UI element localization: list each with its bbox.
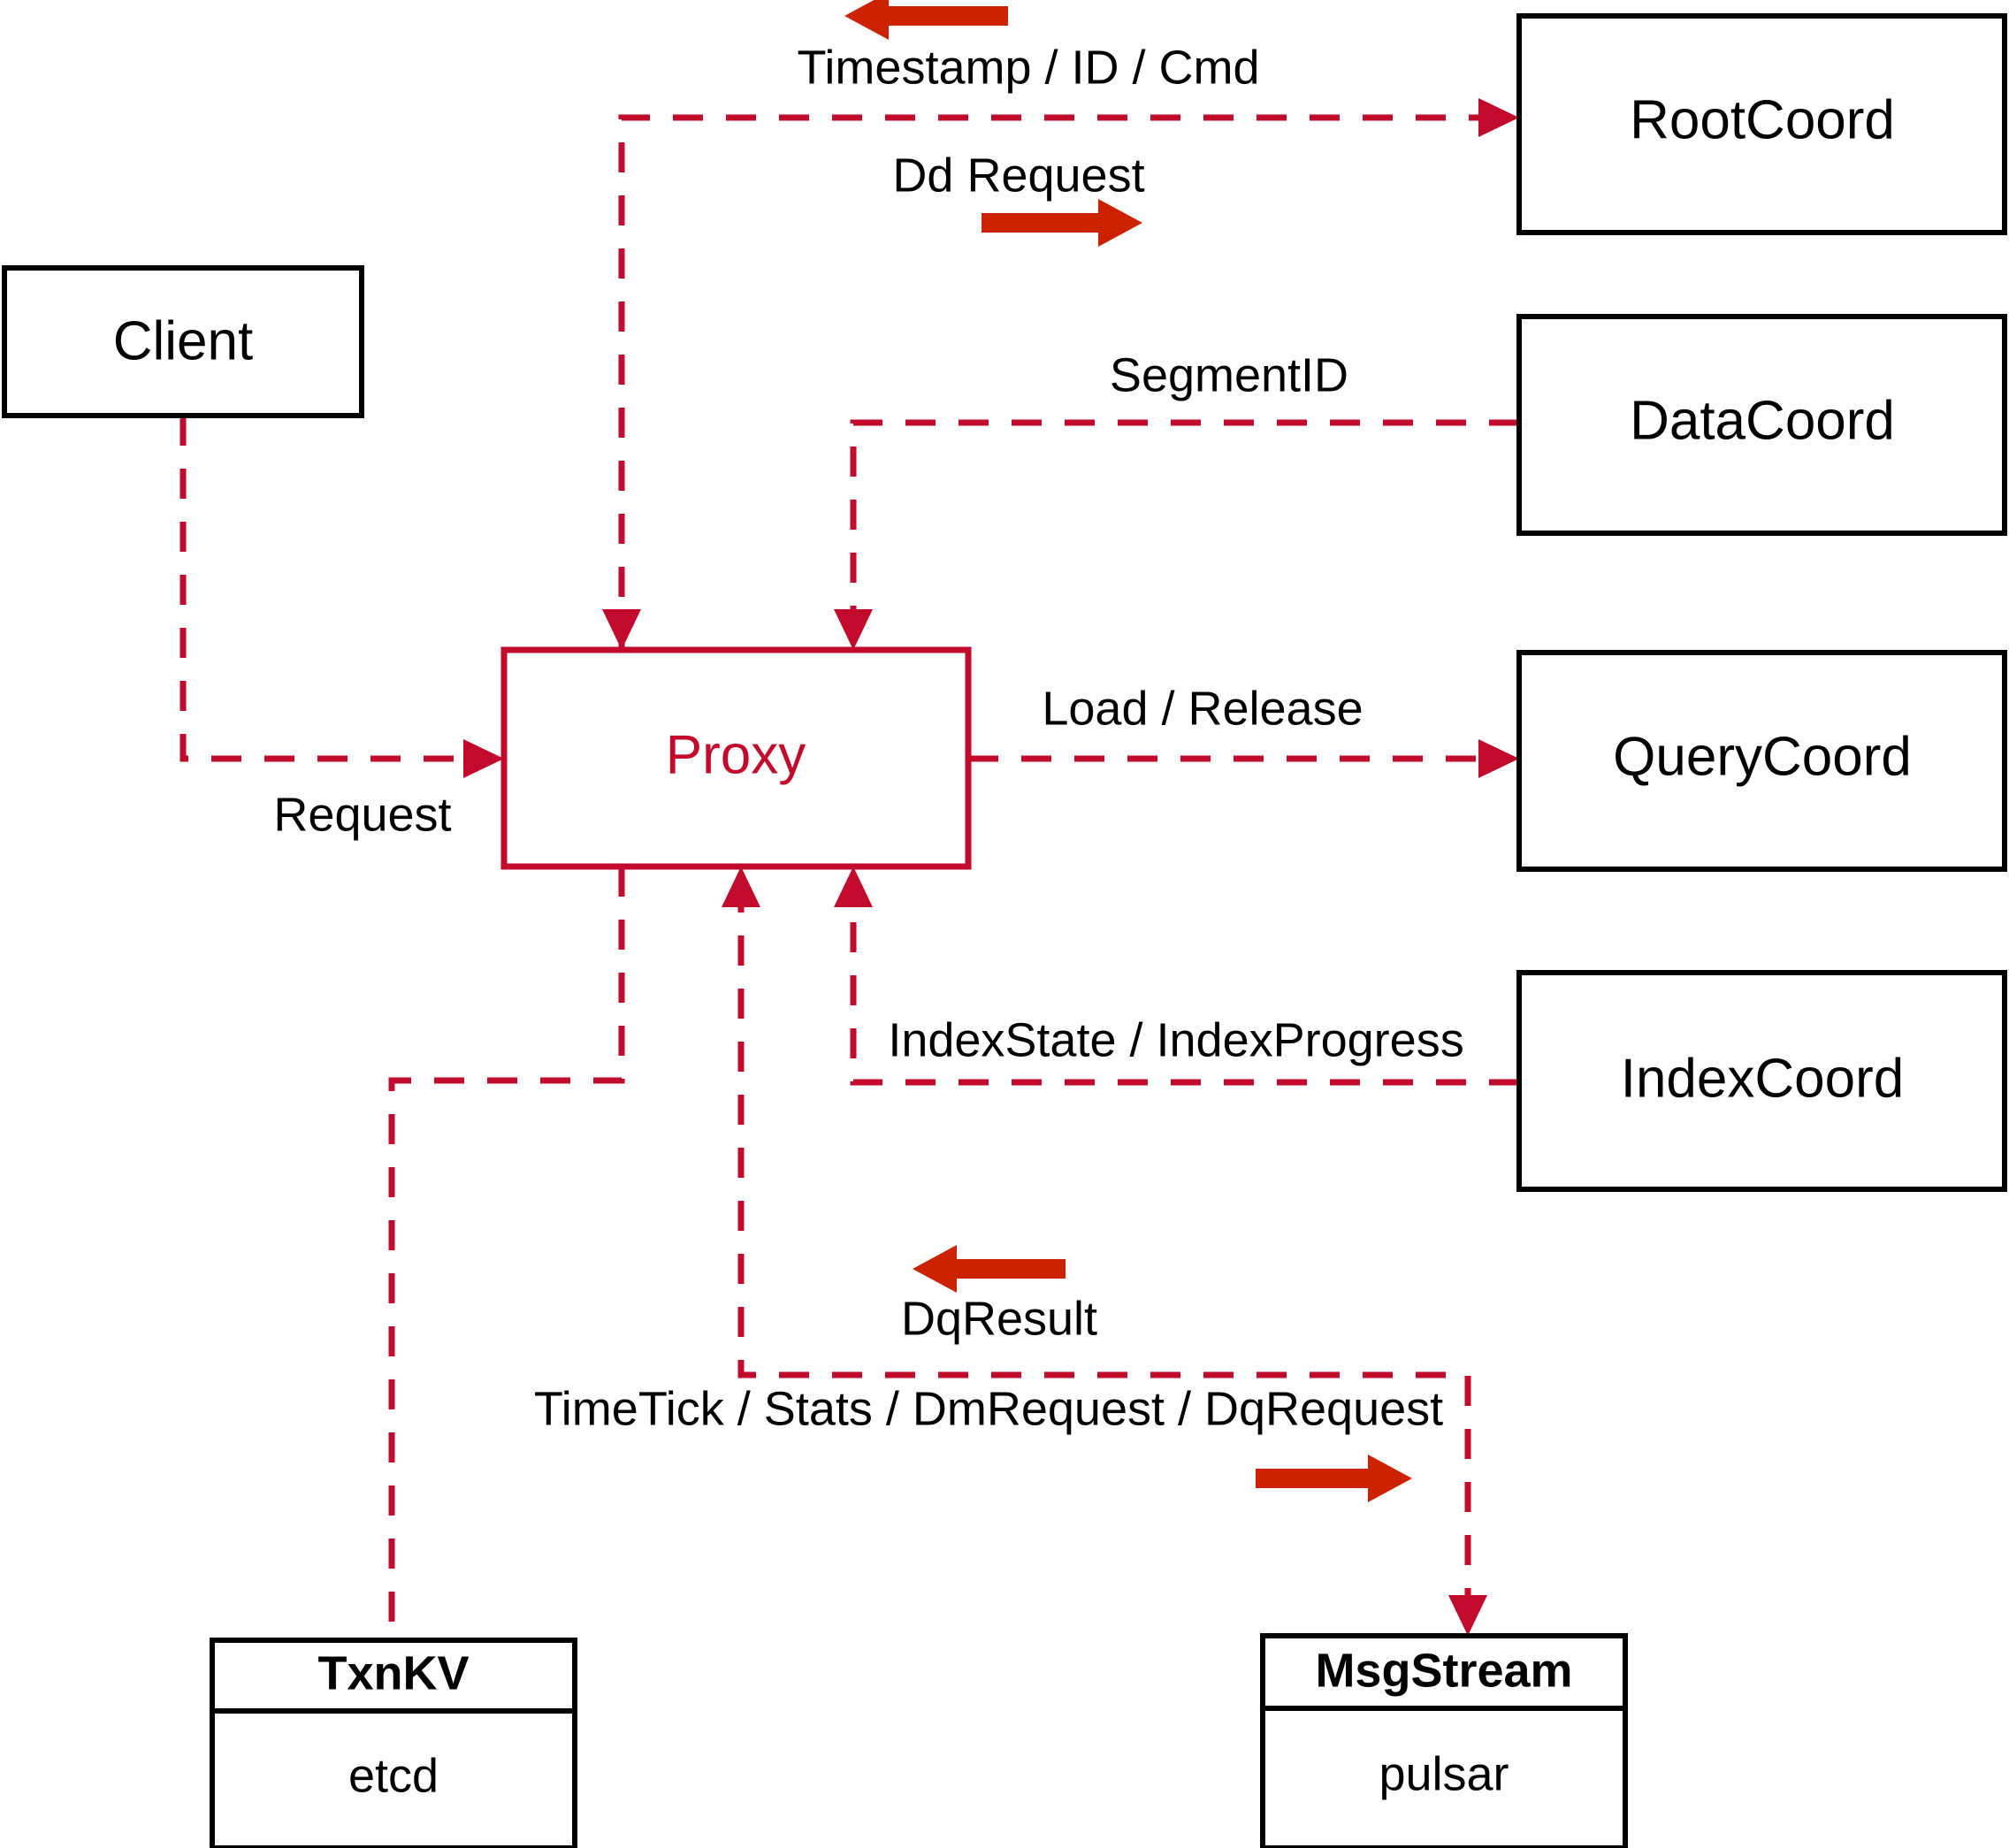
edge-request [180, 416, 504, 778]
node-msgstream-box [1260, 1633, 1628, 1848]
dir-arrow-head [1368, 1455, 1412, 1502]
edge-request-path [180, 416, 488, 762]
edge-timestamp-id-cmd [602, 98, 1519, 650]
node-client[interactable]: Client [2, 265, 364, 418]
edge-label-dd-request-group: Dd Request [892, 149, 1145, 247]
edge-load-release-arrowhead [1478, 739, 1519, 778]
edge-msgstream-arrowhead-proxy [722, 867, 760, 907]
edge-msgstream-arrowhead-stream [1448, 1595, 1487, 1636]
edge-label-request: Request [273, 788, 451, 841]
edge-segment-id [834, 419, 1519, 650]
node-proxy[interactable]: Proxy [500, 646, 972, 870]
edge-label-dd-request: Dd Request [892, 149, 1144, 202]
node-index-coord-box [1516, 970, 2007, 1192]
direction-arrow-right-icon-timetick [1256, 1455, 1412, 1502]
node-data-coord-box [1516, 314, 2007, 536]
node-root-coord-label: RootCoord [1630, 89, 1895, 150]
node-query-coord[interactable]: QueryCoord [1516, 650, 2007, 872]
edge-msgstream-path [737, 882, 1471, 1620]
dir-arrow-head [844, 0, 889, 40]
edge-label-dq-result: DqResult [901, 1292, 1097, 1345]
node-query-coord-box [1516, 650, 2007, 872]
node-proxy-box [500, 646, 972, 870]
edge-load-release [968, 739, 1519, 778]
edge-label-timetick-stats-group: TimeTick / Stats / DmRequest / DqRequest [534, 1382, 1443, 1502]
edge-timestamp-id-cmd-arrowhead-proxy [602, 609, 641, 650]
edge-label-dq-result-group: DqResult [901, 1245, 1097, 1345]
edge-label-timestamp-id-cmd-group: Timestamp / ID / Cmd [797, 0, 1260, 94]
node-txnkv-title: TxnKV [317, 1646, 469, 1699]
edge-request-arrowhead [463, 739, 504, 778]
node-client-label: Client [113, 310, 254, 371]
edge-timestamp-id-cmd-path [618, 114, 1503, 650]
node-index-coord-label: IndexCoord [1621, 1048, 1905, 1109]
node-msgstream-impl: pulsar [1379, 1747, 1509, 1800]
node-msgstream-title: MsgStream [1315, 1644, 1572, 1697]
edge-txnkv [388, 867, 625, 1640]
node-query-coord-label: QueryCoord [1613, 726, 1912, 787]
dir-arrow-head [913, 1245, 957, 1293]
node-data-coord-label: DataCoord [1630, 390, 1895, 451]
node-data-coord[interactable]: DataCoord [1516, 314, 2007, 536]
edge-label-index-state-progress: IndexState / IndexProgress [888, 1013, 1463, 1066]
edge-index-state-progress-arrowhead [834, 867, 873, 907]
node-index-coord[interactable]: IndexCoord [1516, 970, 2007, 1192]
node-txnkv-box [210, 1638, 577, 1848]
edge-segment-id-arrowhead [834, 609, 873, 650]
node-root-coord-box [1516, 13, 2007, 235]
edge-txnkv-path [388, 867, 625, 1640]
direction-arrow-right-icon-dd-request [982, 199, 1142, 247]
edge-index-state-progress-path [850, 882, 1519, 1086]
edge-label-segment-id: SegmentID [1110, 348, 1348, 401]
node-txnkv-impl: etcd [348, 1749, 439, 1802]
node-root-coord[interactable]: RootCoord [1516, 13, 2007, 235]
node-txnkv[interactable]: TxnKV etcd [210, 1638, 577, 1848]
edge-index-state-progress [834, 867, 1519, 1086]
node-proxy-label: Proxy [666, 724, 806, 785]
node-msgstream[interactable]: MsgStream pulsar [1260, 1633, 1628, 1848]
edge-label-timetick-stats: TimeTick / Stats / DmRequest / DqRequest [534, 1382, 1443, 1435]
edge-timestamp-id-cmd-arrowhead [1478, 98, 1519, 137]
node-client-box [2, 265, 364, 418]
edge-label-load-release: Load / Release [1042, 682, 1363, 735]
edge-msgstream [722, 867, 1487, 1636]
dir-arrow-head [1098, 199, 1142, 247]
edge-label-timestamp-id-cmd: Timestamp / ID / Cmd [797, 41, 1259, 94]
direction-arrow-left-icon-timestamp [844, 0, 1008, 40]
direction-arrow-left-icon-dq-result [913, 1245, 1066, 1293]
edge-segment-id-path [850, 419, 1519, 650]
